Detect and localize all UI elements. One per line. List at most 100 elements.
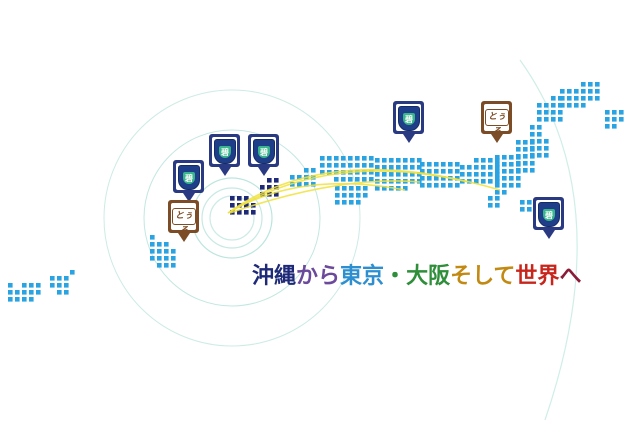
map-dot <box>516 162 521 167</box>
map-dot <box>157 242 162 247</box>
map-dot <box>342 186 347 191</box>
map-dot <box>619 117 624 122</box>
map-dot <box>311 168 316 173</box>
map-dot <box>369 163 374 168</box>
map-dot <box>581 103 586 108</box>
map-dot <box>362 177 367 182</box>
map-dot <box>495 172 500 177</box>
map-dot <box>460 172 465 177</box>
marker-card-crest: 碧 <box>248 134 279 167</box>
map-dot <box>474 179 479 184</box>
map-dot <box>342 193 347 198</box>
okinawa-dot <box>274 192 279 197</box>
map-dot <box>537 110 542 115</box>
marker-card-logo: とぅる <box>168 200 199 236</box>
map-dot <box>588 82 593 87</box>
okinawa-dot <box>237 210 242 215</box>
headline-part-okinawa: 沖縄 <box>252 263 297 289</box>
map-dot <box>516 183 521 188</box>
map-dot <box>335 193 340 198</box>
map-dot <box>530 147 535 152</box>
map-dot <box>335 200 340 205</box>
brand-logo-icon: とぅる <box>485 109 509 137</box>
map-dot <box>595 96 600 101</box>
map-dot <box>605 117 610 122</box>
map-dot <box>57 276 62 281</box>
map-dot <box>362 156 367 161</box>
map-dot <box>619 110 624 115</box>
route-arc <box>229 180 421 214</box>
map-dot <box>403 165 408 170</box>
marker-card-crest: 碧 <box>209 134 240 167</box>
map-dot <box>567 96 572 101</box>
map-dot <box>348 163 353 168</box>
map-dot <box>375 186 380 191</box>
map-dot <box>488 179 493 184</box>
map-dot <box>551 117 556 122</box>
map-dot <box>495 169 500 174</box>
map-dot <box>420 183 425 188</box>
map-dot <box>150 256 155 261</box>
map-dot <box>164 249 169 254</box>
map-dot <box>150 242 155 247</box>
map-dot <box>495 203 500 208</box>
marker-pointer <box>543 230 555 239</box>
crest-glyph: 碧 <box>403 112 415 125</box>
map-dot <box>396 165 401 170</box>
map-dot <box>375 172 380 177</box>
map-dot <box>595 89 600 94</box>
map-dot <box>605 124 610 129</box>
map-dot <box>362 170 367 175</box>
map-dot <box>537 146 542 151</box>
map-dot <box>516 155 521 160</box>
map-dot <box>434 169 439 174</box>
map-dot <box>304 168 309 173</box>
okinawa-dot <box>244 196 249 201</box>
map-dot <box>502 176 507 181</box>
map-dot <box>417 158 422 163</box>
map-dot <box>441 183 446 188</box>
map-dot <box>530 140 535 145</box>
map-dot <box>520 207 525 212</box>
map-dot <box>495 155 500 160</box>
map-dot <box>64 290 69 295</box>
map-dot <box>441 162 446 167</box>
map-dot <box>22 290 27 295</box>
headline-part-kara: から <box>296 263 341 289</box>
brand-logo-icon: とぅる <box>172 208 196 236</box>
map-dot <box>544 153 549 158</box>
map-dot <box>8 290 13 295</box>
crest-icon: 碧 <box>398 106 420 131</box>
map-dot <box>523 161 528 166</box>
map-dot <box>427 176 432 181</box>
map-dot <box>427 162 432 167</box>
map-dot <box>334 177 339 182</box>
map-dot <box>349 193 354 198</box>
map-dot <box>320 170 325 175</box>
map-dot <box>560 89 565 94</box>
map-dot <box>150 249 155 254</box>
map-dot <box>434 176 439 181</box>
map-dot <box>488 172 493 177</box>
map-dot <box>509 155 514 160</box>
map-dot <box>164 256 169 261</box>
map-dot <box>530 161 535 166</box>
map-dot <box>356 186 361 191</box>
map-dot <box>335 186 340 191</box>
map-dot <box>588 89 593 94</box>
map-dot <box>495 165 500 170</box>
map-dot <box>612 117 617 122</box>
map-dot <box>495 162 500 167</box>
map-dot <box>171 249 176 254</box>
map-dot <box>544 110 549 115</box>
map-dot <box>348 156 353 161</box>
headline-part-osaka: 大阪 <box>406 263 451 289</box>
map-dot <box>420 169 425 174</box>
headline-part-tokyo: 東京 <box>340 263 385 289</box>
map-dot <box>481 179 486 184</box>
map-dot <box>605 110 610 115</box>
map-dot <box>70 270 75 275</box>
map-dot <box>551 96 556 101</box>
okinawa-dot <box>230 203 235 208</box>
crest-icon: 碧 <box>178 165 200 190</box>
